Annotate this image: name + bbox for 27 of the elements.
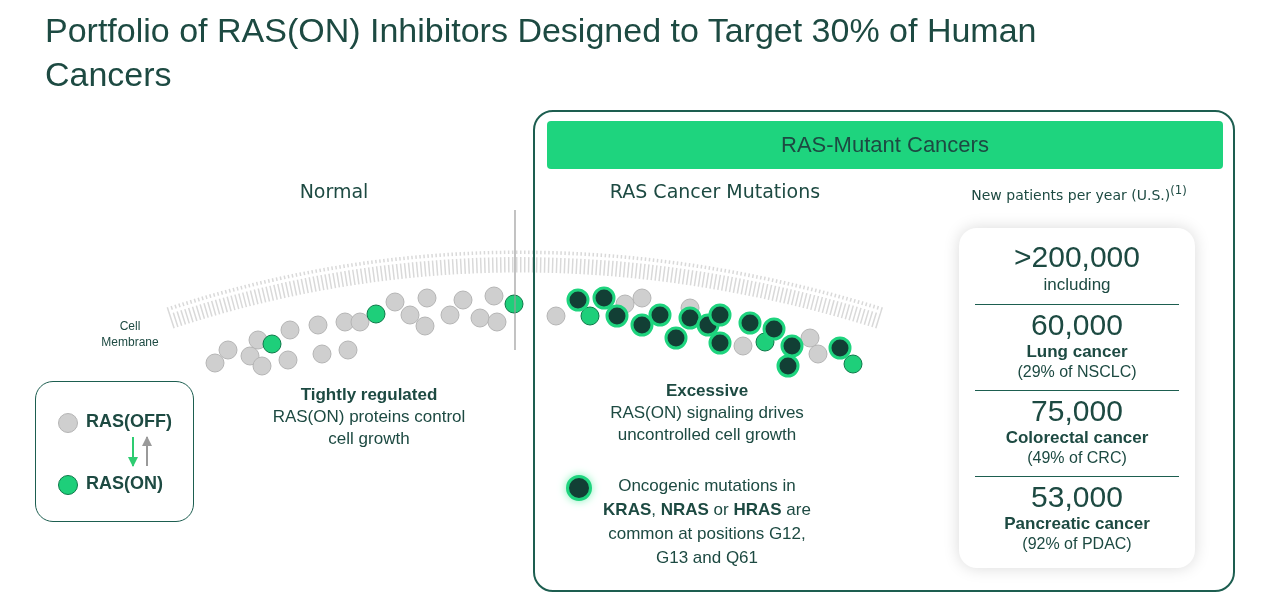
state-label: RAS(OFF) xyxy=(86,411,172,432)
patient-count: 75,000 xyxy=(1030,394,1124,428)
section-heading: Normal xyxy=(298,180,370,202)
percentage: (49% of CRC) xyxy=(1026,448,1128,468)
description-text: Oncogenic mutations in KRAS, NRAS or HRAS are common at positions G12, G13 and Q61 xyxy=(602,475,812,569)
column-heading: New patients per year (U.S.)$^{(1)}$ xyxy=(970,183,1188,203)
membrane-label: Cell Membrane xyxy=(100,318,160,350)
panel-frame xyxy=(533,110,1235,592)
arrow xyxy=(128,436,138,467)
legend-box xyxy=(35,381,194,522)
cancer-type: Lung cancer xyxy=(1025,342,1129,362)
arrow xyxy=(142,436,152,467)
count-qualifier: including xyxy=(1042,274,1112,296)
percentage: (92% of PDAC) xyxy=(1021,534,1133,554)
cancer-type: Pancreatic cancer xyxy=(1003,514,1151,534)
description-text: Excessive RAS(ON) signaling drives uncontrolled cell growth xyxy=(609,380,805,446)
slide-title: Portfolio of RAS(ON) Inhibitors Designed to Target 30% of Human Cancers xyxy=(45,10,1038,95)
cancer-type: Colorectal cancer xyxy=(1004,428,1150,448)
patient-count: 53,000 xyxy=(1030,480,1124,514)
percentage: (29% of NSCLC) xyxy=(1016,362,1138,382)
patient-count: >200,000 xyxy=(1013,240,1141,274)
statistics-card xyxy=(959,228,1195,568)
state-label: RAS(ON) xyxy=(86,473,163,494)
patient-count: 60,000 xyxy=(1030,308,1124,342)
panel-header: RAS-Mutant Cancers xyxy=(547,121,1223,169)
description-text: Tightly regulated RAS(ON) proteins control cell growth xyxy=(271,384,467,450)
section-heading: RAS Cancer Mutations xyxy=(608,180,822,202)
